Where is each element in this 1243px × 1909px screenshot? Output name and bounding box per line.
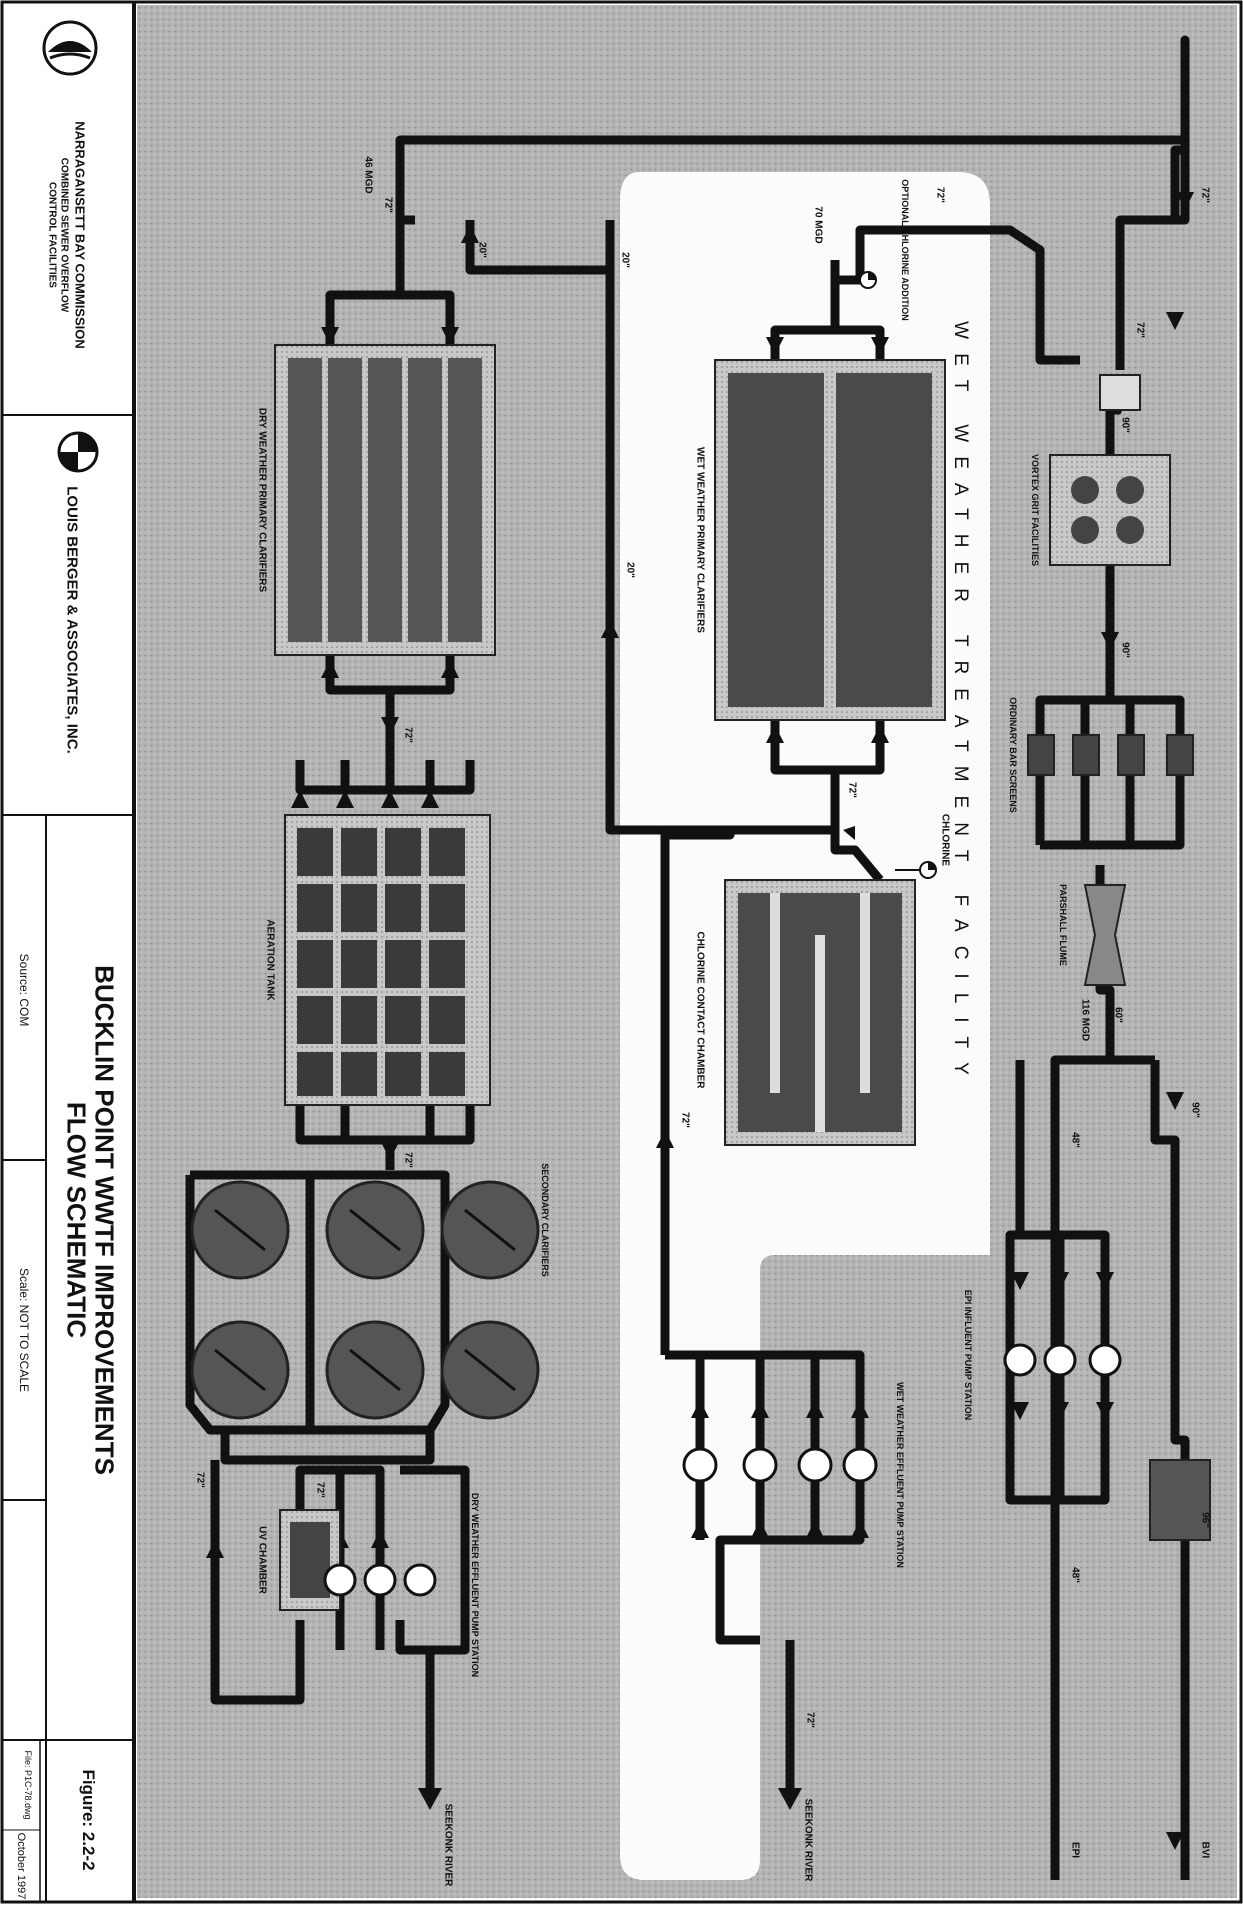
wet-effluent-pumps — [682, 1447, 878, 1483]
label-vortex-grit: VORTEX GRIT FACILITIES — [1030, 453, 1040, 567]
label-seekonk-river-dry: SEEKONK RIVER — [442, 1803, 454, 1887]
agency-name: NARRAGANSETT BAY COMMISSION — [72, 121, 88, 349]
label-aeration-tank: AERATION TANK — [264, 919, 276, 1001]
label-chlorine: CHLORINE — [939, 813, 951, 867]
pipe-size: 72" — [1199, 187, 1211, 203]
pipe-size: 90" — [1189, 1102, 1201, 1118]
parshall-flume — [1083, 884, 1127, 986]
label-parshall-flume: PARSHALL FLUME — [1058, 884, 1068, 966]
pipe-size: 20" — [624, 562, 636, 578]
pipe-size: 72" — [314, 1482, 326, 1498]
pipe-size: 48" — [1069, 1567, 1081, 1583]
label-optional-chlorine: OPTIONAL CHLORINE ADDITION — [900, 179, 910, 321]
label-seekonk-river-wet: SEEKONK RIVER — [802, 1798, 814, 1882]
figure-number: Figure: 2.2-2 — [79, 1769, 98, 1871]
pipe-size: 72" — [934, 187, 946, 203]
label-dry-primary-clarifiers: DRY WEATHER PRIMARY CLARIFIERS — [256, 407, 268, 593]
pipe-size: 90" — [1119, 417, 1131, 433]
label-secondary-clarifiers: SECONDARY CLARIFIERS — [540, 1163, 550, 1277]
pipe-size: 20" — [476, 242, 488, 258]
scale-note: Scale: NOT TO SCALE — [17, 1267, 31, 1393]
bar-screens — [1027, 734, 1194, 776]
label-wet-effluent-pump-station: WET WEATHER EFFLUENT PUMP STATION — [895, 1382, 905, 1568]
optional-chlorine-symbol — [840, 271, 877, 289]
wet-primary-clarifiers — [714, 359, 946, 721]
pipe-size: 72" — [804, 1712, 816, 1728]
influent-pumps — [1003, 1343, 1122, 1377]
vortex-grit-facilities — [1049, 454, 1171, 566]
facility-banner: WET WEATHER TREATMENT FACILITY — [950, 321, 971, 1089]
diversion-box — [1099, 374, 1141, 411]
label-116-mgd: 116 MGD — [1079, 998, 1091, 1042]
title-block — [0, 0, 136, 1904]
chlorine-feed-symbol — [895, 861, 937, 879]
uv-chamber — [279, 1509, 341, 1611]
label-epi: EPI — [1069, 1841, 1081, 1859]
label-dry-effluent-pump-station: DRY WEATHER EFFLUENT PUMP STATION — [470, 1492, 480, 1678]
label-46-mgd: 46 MGD — [362, 156, 374, 194]
pipe-size: 90" — [1119, 642, 1131, 658]
label-70-mgd: 70 MGD — [812, 206, 824, 244]
label-influent-pump-station: EPI INFLUENT PUMP STATION — [963, 1289, 973, 1421]
date: October 1997 — [15, 1832, 27, 1900]
bvi-structure — [1149, 1459, 1211, 1541]
label-bvi: BVI — [1199, 1841, 1211, 1859]
source-note: Source: COM — [17, 953, 31, 1027]
drawing-title-line2: FLOW SCHEMATIC — [61, 1101, 92, 1339]
pipe-size: 72" — [846, 782, 858, 798]
pipe-size: 72" — [382, 197, 394, 213]
dry-effluent-pumps — [323, 1563, 437, 1597]
aeration-tank — [284, 814, 491, 1106]
dry-primary-clarifiers — [274, 344, 496, 656]
pipe-size: 96" — [1199, 1512, 1211, 1528]
pipe-size: 72" — [402, 727, 414, 743]
pipe-size: 60" — [1112, 1007, 1124, 1023]
label-bar-screens: ORDINARY BAR SCREENS — [1008, 697, 1018, 813]
bay-commission-logo — [42, 20, 98, 76]
agency-subtitle-1: COMBINED SEWER OVERFLOW — [58, 157, 70, 313]
pipe-size: 72" — [402, 1152, 414, 1168]
agency-subtitle-2: CONTROL FACILITIES — [46, 182, 58, 288]
label-wet-primary-clarifiers: WET WEATHER PRIMARY CLARIFIERS — [694, 447, 706, 633]
pipe-size: 20" — [619, 252, 631, 268]
firm-name: LOUIS BERGER & ASSOCIATES, INC. — [63, 486, 81, 754]
label-uv-chamber: UV CHAMBER — [256, 1526, 268, 1594]
chlorine-contact-chamber — [724, 879, 916, 1146]
pipe-size: 48" — [1069, 1132, 1081, 1148]
label-chlorine-contact-chamber: CHLORINE CONTACT CHAMBER — [694, 931, 706, 1089]
drawing-title-line1: BUCKLIN POINT WWTF IMPROVEMENTS — [89, 965, 120, 1475]
pipe-size: 72" — [679, 1112, 691, 1128]
file-name: File: P1C-78.dwg — [23, 1750, 33, 1820]
pipe-size: 72" — [194, 1472, 206, 1488]
pipe-size: 72" — [1134, 322, 1146, 338]
louis-berger-logo — [57, 431, 99, 473]
